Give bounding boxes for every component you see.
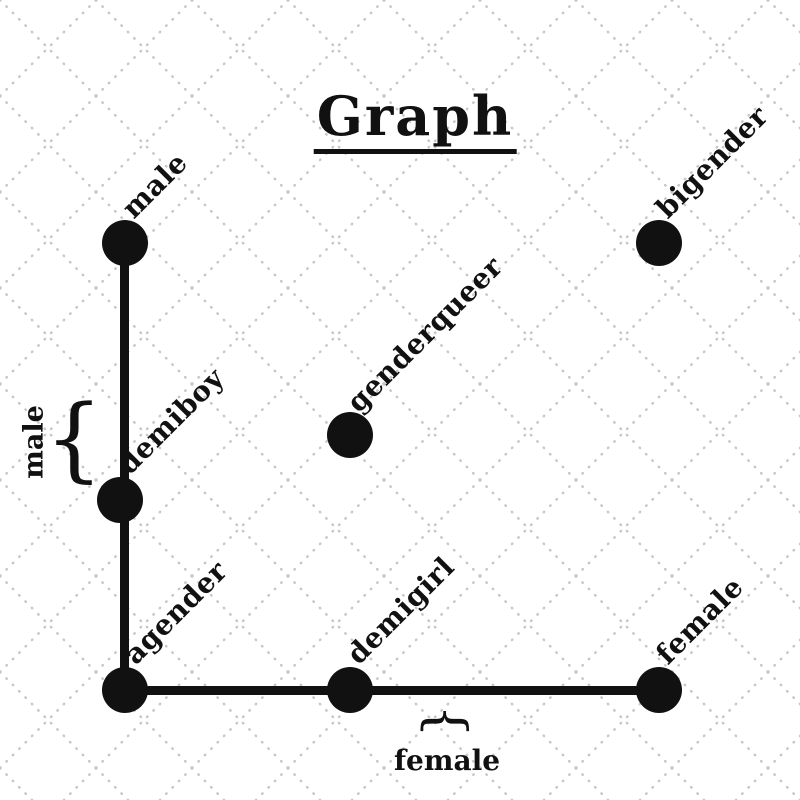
- node-bigender: [636, 220, 682, 266]
- node-agender: [102, 667, 148, 713]
- node-male: [102, 220, 148, 266]
- left-curly-brace-icon: {: [44, 385, 104, 493]
- page-title: Graph: [313, 84, 517, 154]
- bottom-curly-brace-icon: {: [416, 704, 476, 738]
- horizontal-brace-label: female: [393, 744, 501, 777]
- node-female: [636, 667, 682, 713]
- node-demiboy: [97, 477, 143, 523]
- node-demigirl: [327, 667, 373, 713]
- node-genderqueer: [327, 412, 373, 458]
- edge-male-agender: [120, 243, 129, 690]
- edge-agender-female: [125, 686, 659, 695]
